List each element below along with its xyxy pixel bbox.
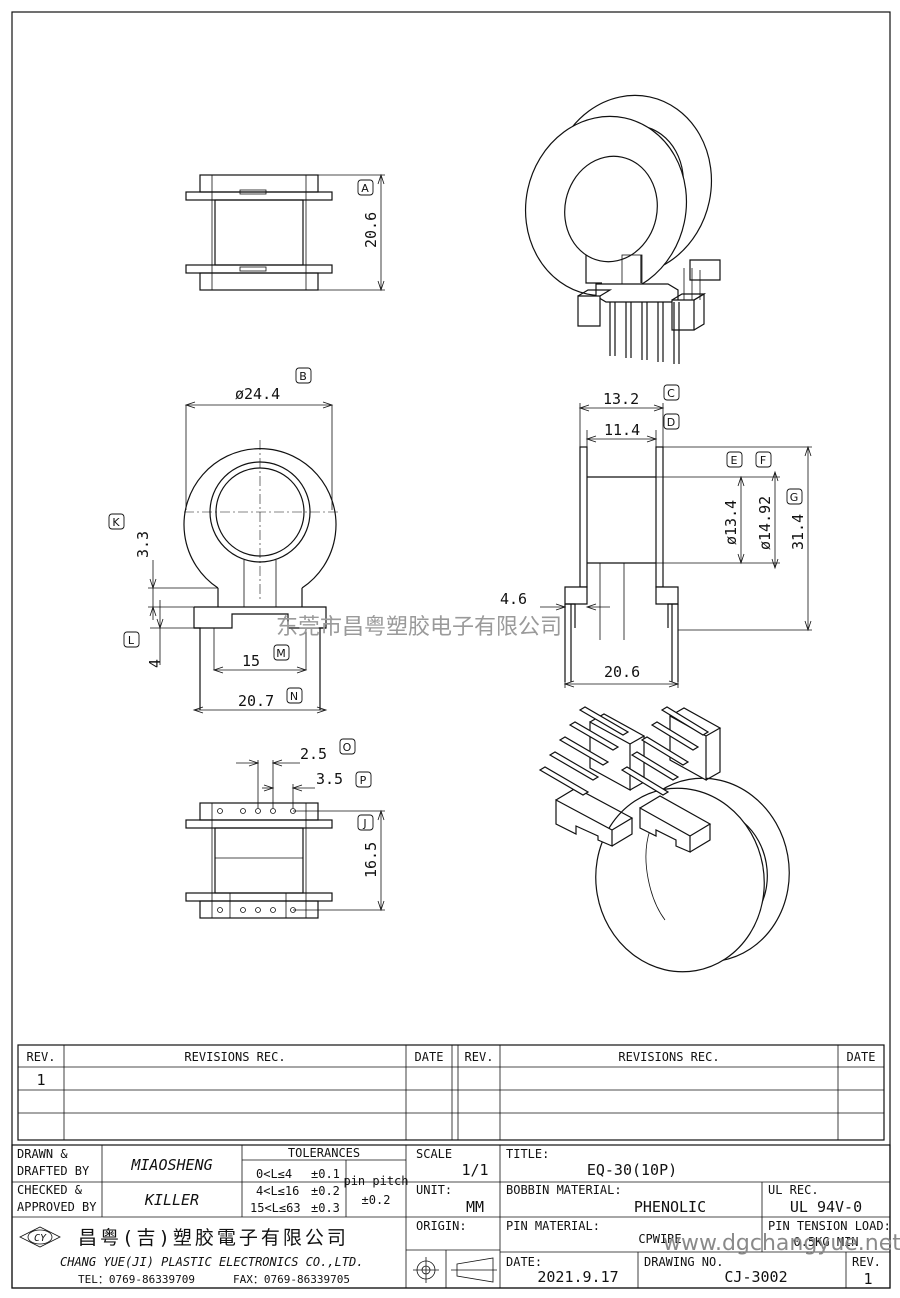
tol-range-3: 15<L≤63 [250,1201,301,1215]
pin-tension-label: PIN TENSION LOAD: [768,1219,891,1233]
projection-symbol [413,1257,497,1283]
ul-rec-label: UL REC. [768,1183,819,1197]
dim-k: 3.3 [134,531,152,558]
dim-o: 2.5 [300,745,327,763]
dim-core: ø14.92 [756,496,774,550]
tol-value-2: ±0.2 [311,1184,340,1198]
revisions-header-left: REVISIONS REC. [184,1050,285,1064]
iso-pins-right [620,706,710,796]
watermark-company: 东莞市昌粤塑胶电子有限公司 [276,615,562,640]
tag-c: C [667,387,675,400]
pin-pitch-label: pin pitch [343,1174,408,1188]
pin-holes-top [217,808,296,814]
company-name-cn: 昌粤(吉)塑胶電子有限公司 [78,1227,349,1249]
tag-b: B [299,370,307,383]
tol-value-3: ±0.3 [311,1201,340,1215]
date-header-left: DATE [415,1050,444,1064]
ul-rec: UL 94V-0 [790,1198,862,1216]
unit-value: MM [466,1198,484,1216]
tag-m: M [276,647,286,660]
drawn-by: MIAOSHENG [130,1156,212,1174]
dim-n: 20.7 [238,692,274,710]
pin-tension: 0.5KG MIN [793,1235,858,1249]
iso-view-bottom [538,706,790,973]
dim-d: 11.4 [604,421,640,439]
iso-view-top [524,94,721,364]
bobbin-material: PHENOLIC [634,1198,706,1216]
title-label: TITLE: [506,1147,549,1161]
dim-c: 13.2 [603,390,639,408]
date-header-right: DATE [847,1050,876,1064]
drawn-label-1: DRAWN & [17,1147,68,1161]
front-view: ø24.4 B 3.3 K 4 L 15 M 20.7 N [108,367,338,714]
dim-outer-diameter: ø24.4 [235,385,280,403]
tag-o: O [343,741,352,754]
tag-f: F [760,454,766,467]
drawing-date: 2021.9.17 [537,1268,618,1286]
company-logo: CY [19,1226,61,1248]
pin-material: CPWIRE [638,1232,681,1246]
side-view: 13.2 C 11.4 D E F ø13.4 ø14.92 31.4 [500,384,812,688]
bottom-view: 2.5 O 3.5 P 16.5 J [185,738,385,919]
origin-label: ORIGIN: [416,1219,467,1233]
revision-table: REV. REVISIONS REC. DATE REV. REVISIONS … [17,1044,885,1141]
tag-e: E [731,454,738,467]
rev-header-right: REV. [465,1050,494,1064]
logo-text: CY [34,1233,47,1244]
tolerances-label: TOLERANCES [288,1146,360,1160]
scale-value: 1/1 [461,1161,488,1179]
iso-pins-left [538,706,630,796]
rev-label: REV. [852,1255,881,1269]
rev-row-1: 1 [36,1071,45,1089]
unit-label: UNIT: [416,1183,452,1197]
drawn-label-2: DRAFTED BY [17,1164,90,1178]
tol-value-1: ±0.1 [311,1167,340,1181]
tag-l: L [128,634,135,647]
revisions-header-right: REVISIONS REC. [618,1050,719,1064]
watermark-site: www.dgchangyue.net [663,1231,900,1256]
tag-j: J [362,817,366,830]
checked-label-2: APPROVED BY [17,1200,97,1214]
sheet-border [11,11,891,1289]
scale-label: SCALE [416,1147,452,1161]
bobbin-material-label: BOBBIN MATERIAL: [506,1183,622,1197]
pin-pitch-tol: ±0.2 [362,1193,391,1207]
dim-l: 4 [146,659,164,668]
pin-material-label: PIN MATERIAL: [506,1219,600,1233]
checked-label-1: CHECKED & [17,1183,83,1197]
dim-bore: ø13.4 [722,500,740,545]
checked-by: KILLER [144,1191,199,1209]
dim-pin-offset: 4.6 [500,590,527,608]
dim-m: 15 [242,652,260,670]
company-name-en: CHANG YUE(JI) PLASTIC ELECTRONICS CO.,LT… [60,1255,363,1269]
drawing-no: CJ-3002 [724,1268,787,1286]
pin-holes-bottom [217,907,296,913]
date-label: DATE: [506,1255,542,1269]
tag-a: A [361,182,369,195]
tag-n: N [290,690,298,703]
rev-header-left: REV. [27,1050,56,1064]
tag-g: G [790,491,799,504]
company-tel: TEL：0769-86339709 [78,1273,195,1286]
dim-base-width: 20.6 [604,663,640,681]
company-fax: FAX：0769-86339705 [233,1273,350,1286]
tag-d: D [667,416,675,429]
dim-top-height: 20.6 [362,212,380,248]
tag-k: K [112,516,120,529]
drawing-no-label: DRAWING NO. [644,1255,723,1269]
dim-g: 31.4 [789,514,807,550]
tol-range-1: 0<L≤4 [256,1167,292,1181]
dim-j: 16.5 [362,842,380,878]
part-title: EQ-30(10P) [587,1161,677,1179]
tag-p: P [360,774,367,787]
dim-p: 3.5 [316,770,343,788]
title-block: DRAWN & DRAFTED BY MIAOSHENG CHECKED & A… [11,1144,891,1289]
top-view: 20.6 A [185,173,385,292]
tol-range-2: 4<L≤16 [256,1184,299,1198]
rev-value: 1 [863,1270,872,1288]
